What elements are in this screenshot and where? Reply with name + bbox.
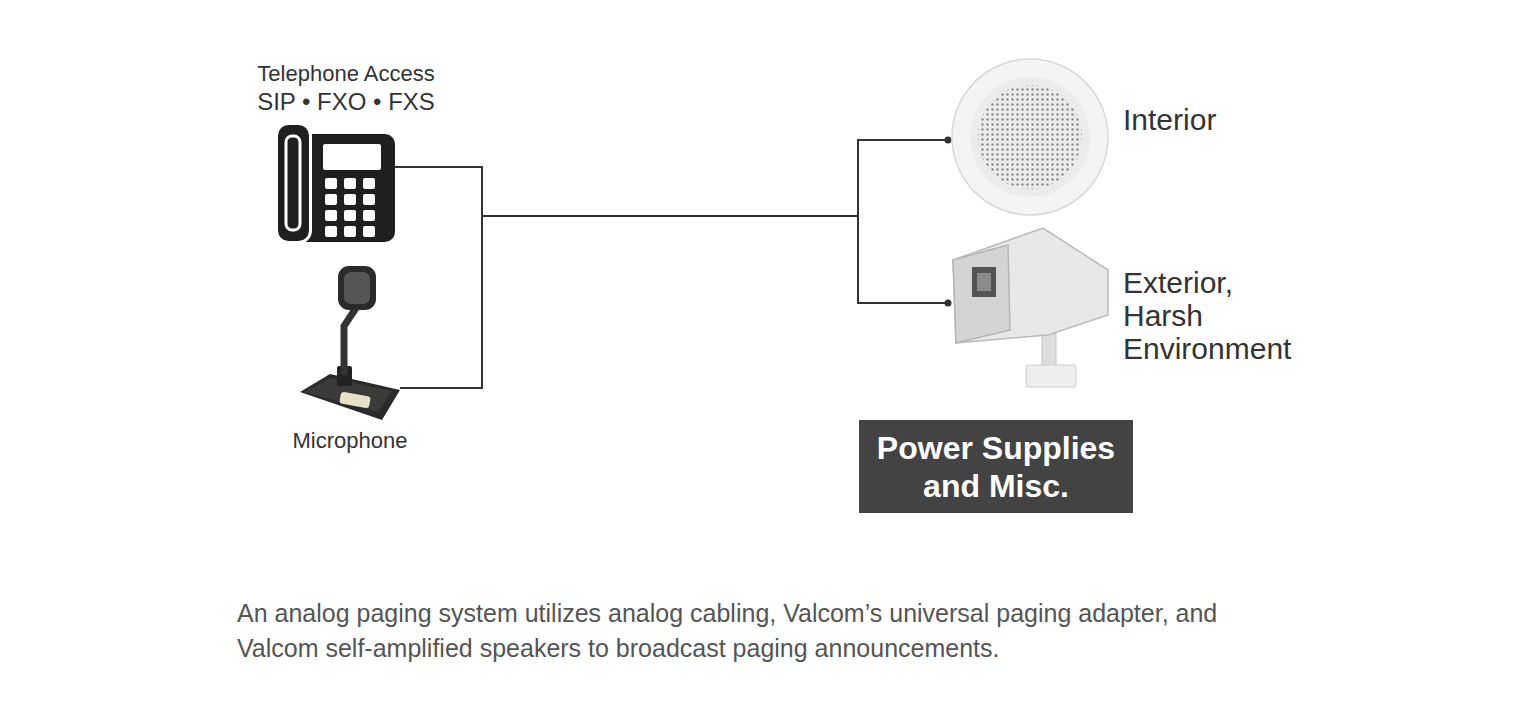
junction-dot	[945, 137, 952, 144]
horn-speaker-icon	[948, 225, 1113, 395]
node-label: Power Supplies and Misc.	[859, 429, 1133, 505]
telephone-node: Telephone AccessSIP • FXO • FXS	[236, 60, 456, 245]
microphone-icon	[300, 262, 400, 427]
ceiling-speaker-icon	[950, 57, 1110, 217]
paging-wire	[400, 216, 948, 388]
caption-text: An analog paging system utilizes analog …	[237, 596, 1297, 666]
interior-speaker-node: Interior	[950, 57, 1250, 217]
paging-wire	[395, 167, 948, 303]
paging-wire	[400, 140, 950, 388]
node-label: Microphone	[270, 427, 430, 455]
microphone-node: Microphone	[290, 262, 410, 457]
paging-wire	[395, 140, 950, 216]
power-supplies-box: Power Supplies and Misc.	[859, 420, 1133, 513]
node-label: Telephone Access	[236, 60, 456, 88]
node-sublabel: SIP • FXO • FXS	[236, 87, 456, 117]
node-label: Interior	[1123, 103, 1248, 137]
connector-group	[395, 140, 950, 388]
junction-dot	[945, 300, 952, 307]
node-label: Exterior, Harsh Environment	[1123, 266, 1308, 365]
exterior-speaker-node: Exterior, Harsh Environment	[945, 225, 1305, 395]
telephone-icon	[275, 122, 395, 244]
